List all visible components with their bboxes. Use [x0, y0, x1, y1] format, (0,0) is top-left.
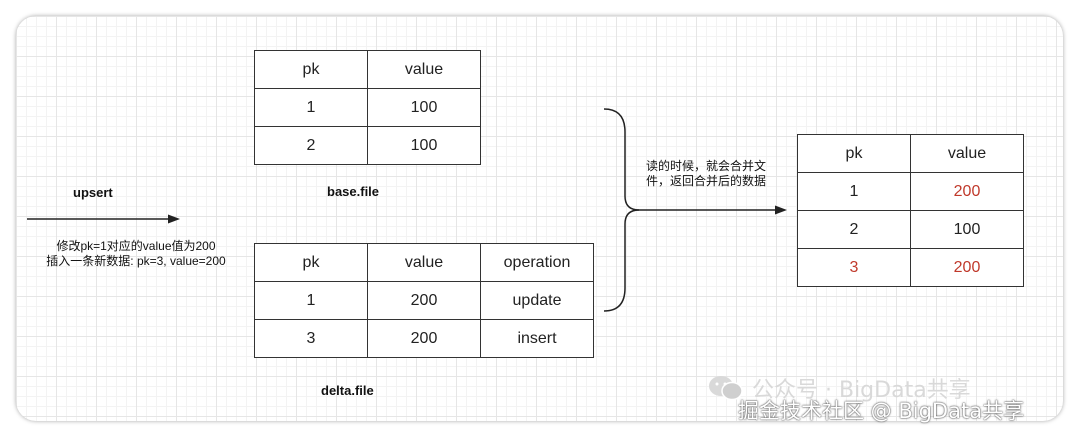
upsert-label: upsert	[73, 185, 113, 200]
base-cell-pk: 1	[254, 88, 368, 127]
delta-cell-operation: update	[480, 281, 594, 320]
base-file-table: pk value 1 100 2 100	[254, 50, 481, 165]
upsert-arrow-head	[168, 214, 180, 224]
table-row: 2 100	[797, 210, 1024, 249]
result-cell-value: 100	[910, 210, 1024, 249]
merge-note-line-1: 读的时候，就会合并文	[645, 159, 766, 173]
result-cell-pk: 2	[797, 210, 911, 249]
wechat-icon	[709, 376, 743, 401]
merged-result-table: pk value 1 200 2 100 3 200	[797, 134, 1024, 287]
result-cell-pk: 1	[797, 172, 911, 211]
result-header-row: pk value	[797, 134, 1024, 173]
table-row: 3 200 insert	[254, 319, 594, 358]
base-header-value: value	[367, 50, 481, 89]
delta-header-pk: pk	[254, 243, 368, 282]
base-cell-value: 100	[367, 126, 481, 165]
result-header-pk: pk	[797, 134, 911, 173]
table-row: 1 200	[797, 172, 1024, 211]
watermark-account: 公众号 · BigData共享	[752, 378, 971, 403]
delta-file-table: pk value operation 1 200 update 3 200 in…	[254, 243, 594, 358]
result-cell-value-updated: 200	[910, 172, 1024, 211]
delta-cell-pk: 3	[254, 319, 368, 358]
merge-brace	[603, 108, 640, 312]
upsert-description-line-2: 插入一条新数据: pk=3, value=200	[46, 254, 226, 268]
base-header-pk: pk	[254, 50, 368, 89]
base-cell-value: 100	[367, 88, 481, 127]
delta-cell-pk: 1	[254, 281, 368, 320]
table-row: 1 100	[254, 88, 481, 127]
upsert-description: 修改pk=1对应的value值为200 插入一条新数据: pk=3, value…	[30, 239, 242, 269]
merge-arrow-head	[775, 205, 787, 215]
delta-header-value: value	[367, 243, 481, 282]
upsert-description-line-1: 修改pk=1对应的value值为200	[56, 239, 216, 253]
base-header-row: pk value	[254, 50, 481, 89]
merge-note-line-2: 件，返回合并后的数据	[645, 174, 766, 188]
watermark-community: 掘金技术社区 @ BigData共享	[738, 399, 1025, 423]
result-cell-value-inserted: 200	[910, 248, 1024, 287]
delta-header-operation: operation	[480, 243, 594, 282]
delta-cell-value: 200	[367, 319, 481, 358]
result-header-value: value	[910, 134, 1024, 173]
table-row: 2 100	[254, 126, 481, 165]
delta-cell-operation: insert	[480, 319, 594, 358]
delta-file-caption: delta.file	[321, 383, 374, 398]
base-cell-pk: 2	[254, 126, 368, 165]
table-row: 3 200	[797, 248, 1024, 287]
result-cell-pk-inserted: 3	[797, 248, 911, 287]
merge-note: 读的时候，就会合并文 件，返回合并后的数据	[640, 159, 772, 189]
delta-cell-value: 200	[367, 281, 481, 320]
table-row: 1 200 update	[254, 281, 594, 320]
base-file-caption: base.file	[327, 184, 380, 199]
delta-header-row: pk value operation	[254, 243, 594, 282]
